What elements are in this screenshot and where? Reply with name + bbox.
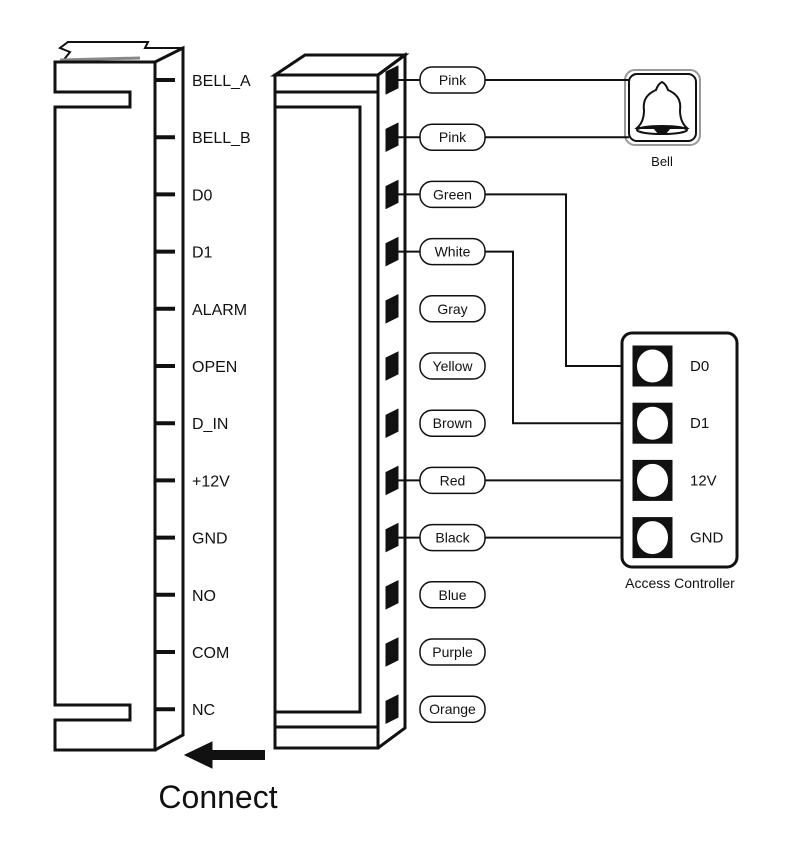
terminal-label: NO: [192, 588, 216, 605]
wire-color-tag: [419, 581, 486, 609]
left-connector: [53, 41, 185, 752]
terminal-label: OPEN: [192, 359, 237, 376]
wire-pin: [385, 637, 399, 667]
wire-color-label: Black: [435, 530, 470, 546]
terminal-label: +12V: [192, 473, 230, 490]
terminal-label: NC: [192, 702, 215, 719]
wire-color-label: Brown: [433, 415, 473, 431]
terminal-label: D1: [192, 245, 213, 262]
wire-pin: [385, 179, 399, 210]
wire-pin: [385, 694, 399, 725]
connect-label: Connect: [158, 779, 277, 815]
controller-label: Access Controller: [625, 575, 735, 591]
wire-pin: [385, 65, 399, 95]
controller-port-label: D0: [690, 358, 709, 375]
connect-arrow-icon: [183, 741, 265, 769]
wire-pin: [385, 579, 399, 610]
wire-color-label: Yellow: [433, 358, 474, 374]
terminal-label: D_IN: [192, 416, 228, 433]
terminal-label: BELL_B: [192, 130, 251, 147]
wire-color-label: White: [435, 244, 471, 260]
wire-pin: [385, 122, 399, 153]
wire-pin: [385, 293, 399, 324]
terminal-label: GND: [192, 531, 228, 548]
bell-device: [624, 69, 701, 146]
wire-pin: [385, 522, 399, 553]
wire: [485, 250, 622, 425]
terminal-label: ALARM: [192, 302, 247, 319]
wire-color-tag: [419, 295, 486, 323]
wire-color-tag: [419, 409, 486, 437]
wire: [485, 193, 622, 367]
wire-color-tag: [419, 352, 486, 380]
wire-pin: [385, 408, 399, 439]
wire-color-label: Gray: [437, 301, 467, 317]
terminal-label: BELL_A: [192, 73, 251, 90]
bell-label: Bell: [651, 154, 673, 169]
wire-color-label: Red: [440, 472, 466, 488]
wire-pin: [385, 236, 399, 267]
wire-color-tag: [419, 638, 486, 666]
wire-color-label: Pink: [439, 72, 467, 88]
access-controller: [620, 331, 739, 569]
wire-color-label: Blue: [438, 587, 466, 603]
wire-pin: [385, 465, 399, 496]
wire-color-label: Orange: [429, 701, 476, 717]
terminal-label: D0: [192, 187, 213, 204]
controller-port-label: GND: [690, 530, 724, 547]
wire-color-tag: [419, 695, 486, 723]
bell-icon: [634, 80, 690, 135]
controller-port-label: D1: [690, 415, 709, 432]
right-connector: [270, 52, 410, 750]
controller-port-label: 12V: [690, 472, 717, 489]
wire-color-label: Green: [433, 186, 472, 202]
wire-color-label: Pink: [439, 129, 467, 145]
terminal-label: COM: [192, 645, 229, 662]
wire-pin: [385, 351, 399, 381]
wire-color-label: Purple: [432, 644, 473, 660]
